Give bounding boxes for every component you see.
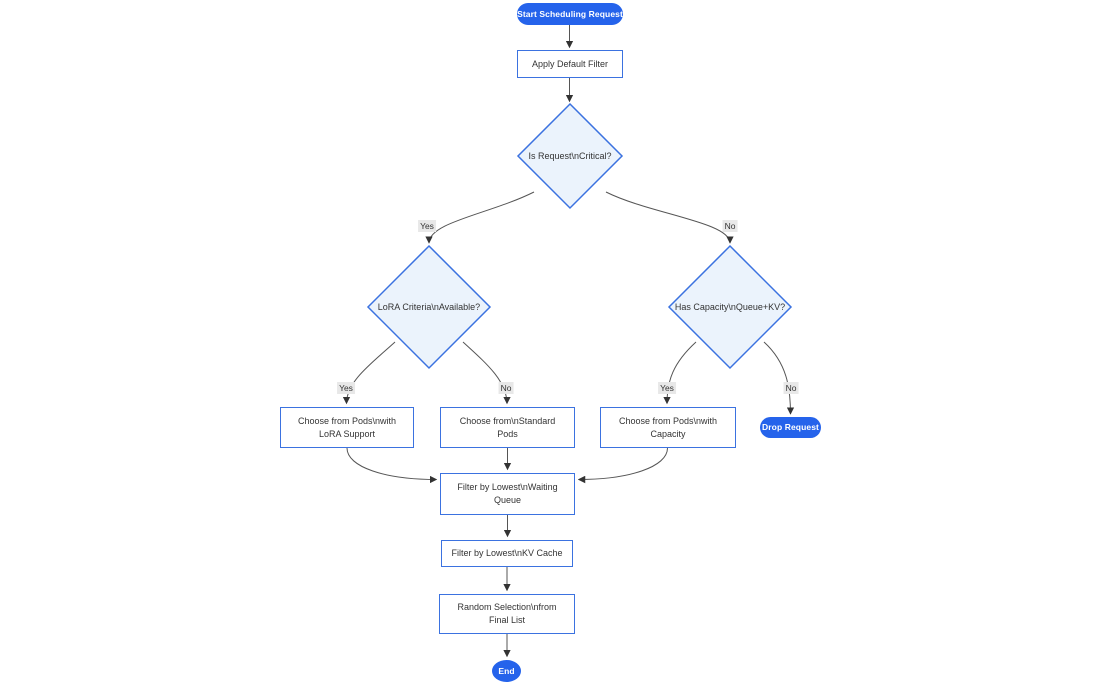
edge-label-capacity-yes: Yes	[658, 382, 676, 394]
decision-diamond-lora-criteria	[366, 244, 492, 370]
node-drop-request-label: Drop Request	[762, 422, 819, 432]
node-random-selection-label: Random Selection\nfrom Final List	[457, 602, 557, 625]
node-lora-criteria-label: LoRA Criteria\nAvailable?	[377, 302, 481, 312]
node-choose-lora-pods-label: Choose from Pods\nwith LoRA Support	[297, 415, 397, 439]
decision-diamond-has-capacity	[667, 244, 793, 370]
edge-choosecapacity-to-filterqueue	[577, 447, 668, 484]
node-choose-capacity-pods-label: Choose from Pods\nwith Capacity	[618, 415, 718, 439]
node-choose-standard-pods-label: Choose from\nStandard Pods	[459, 415, 556, 439]
edge-label-capacity-no: No	[783, 382, 799, 394]
edge-lora-yes	[342, 341, 396, 405]
node-choose-lora-pods: Choose from Pods\nwith LoRA Support	[280, 407, 414, 448]
edge-capacity-yes	[663, 341, 697, 405]
edge-chooselora-to-filterqueue	[346, 447, 438, 484]
node-start-label: Start Scheduling Request	[517, 8, 623, 19]
node-random-selection: Random Selection\nfrom Final List	[439, 594, 575, 634]
node-start: Start Scheduling Request	[517, 3, 623, 25]
node-end-label: End	[498, 665, 515, 676]
node-choose-standard-pods: Choose from\nStandard Pods	[440, 407, 575, 448]
edge-capacity-no	[763, 341, 795, 415]
edge-label-critical-yes: Yes	[418, 220, 436, 232]
node-apply-default-filter-label: Apply Default Filter	[531, 58, 609, 69]
node-filter-kv-cache-label: Filter by Lowest\nKV Cache	[451, 548, 563, 558]
edge-lora-no	[462, 341, 511, 405]
node-apply-default-filter: Apply Default Filter	[517, 50, 623, 78]
edge-label-critical-no: No	[722, 220, 738, 232]
node-filter-waiting-queue-label: Filter by Lowest\nWaiting Queue	[457, 482, 558, 505]
edge-label-lora-yes: Yes	[337, 382, 355, 394]
node-is-critical-label: Is Request\nCritical?	[528, 151, 612, 161]
edge-critical-yes	[425, 191, 535, 244]
node-filter-waiting-queue: Filter by Lowest\nWaiting Queue	[440, 473, 575, 515]
node-choose-capacity-pods: Choose from Pods\nwith Capacity	[600, 407, 736, 448]
edge-label-lora-no: No	[498, 382, 514, 394]
node-end: End	[492, 660, 521, 682]
node-drop-request: Drop Request	[760, 417, 821, 438]
edge-critical-no	[605, 191, 734, 244]
decision-diamond-is-critical	[516, 102, 624, 210]
node-filter-kv-cache: Filter by Lowest\nKV Cache	[441, 540, 573, 567]
node-has-capacity-label: Has Capacity\nQueue+KV?	[674, 302, 786, 312]
